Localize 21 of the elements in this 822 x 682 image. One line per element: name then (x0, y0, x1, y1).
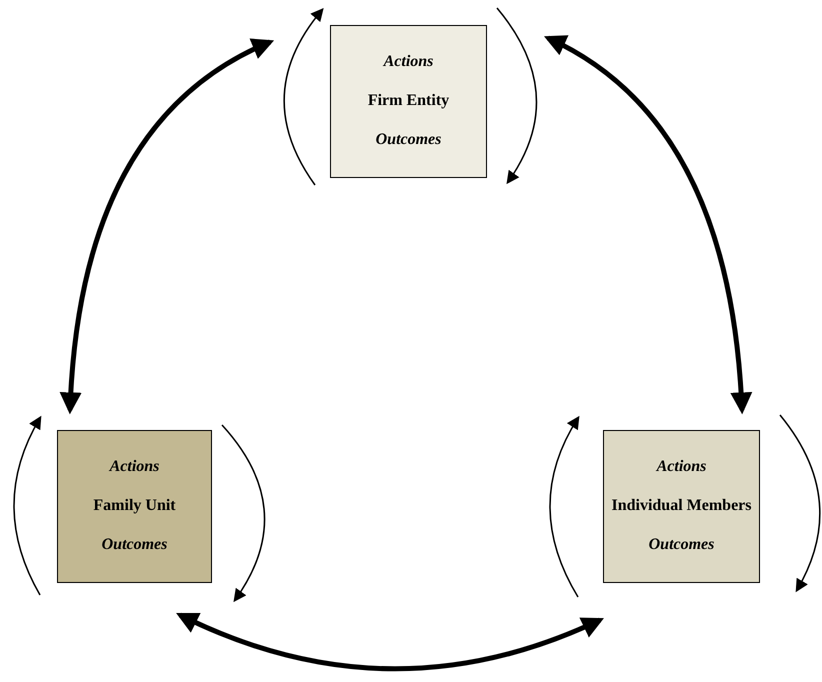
entity-name: Individual Members (611, 496, 752, 516)
box-label: Outcomes (102, 534, 168, 555)
curved-arrow (284, 8, 324, 186)
box-label: Actions (110, 457, 160, 478)
entity-name: Firm Entity (368, 91, 450, 112)
entity-box (603, 430, 760, 583)
box-label: Actions (656, 457, 706, 478)
double-headed-arrow (60, 40, 274, 414)
curved-arrow (549, 416, 580, 598)
double-headed-arrow (544, 36, 752, 414)
box-label: Actions (384, 52, 434, 72)
curved-arrow (779, 414, 821, 592)
entity-box (57, 430, 212, 583)
curved-arrow (13, 416, 42, 596)
box-label: Outcomes (648, 534, 714, 555)
curved-arrow (496, 8, 537, 184)
double-headed-arrow (176, 612, 604, 672)
entity-name: Family Unit (93, 496, 176, 516)
box-label: Outcomes (376, 130, 442, 150)
entity-box (330, 25, 487, 178)
curved-arrow (221, 424, 266, 602)
